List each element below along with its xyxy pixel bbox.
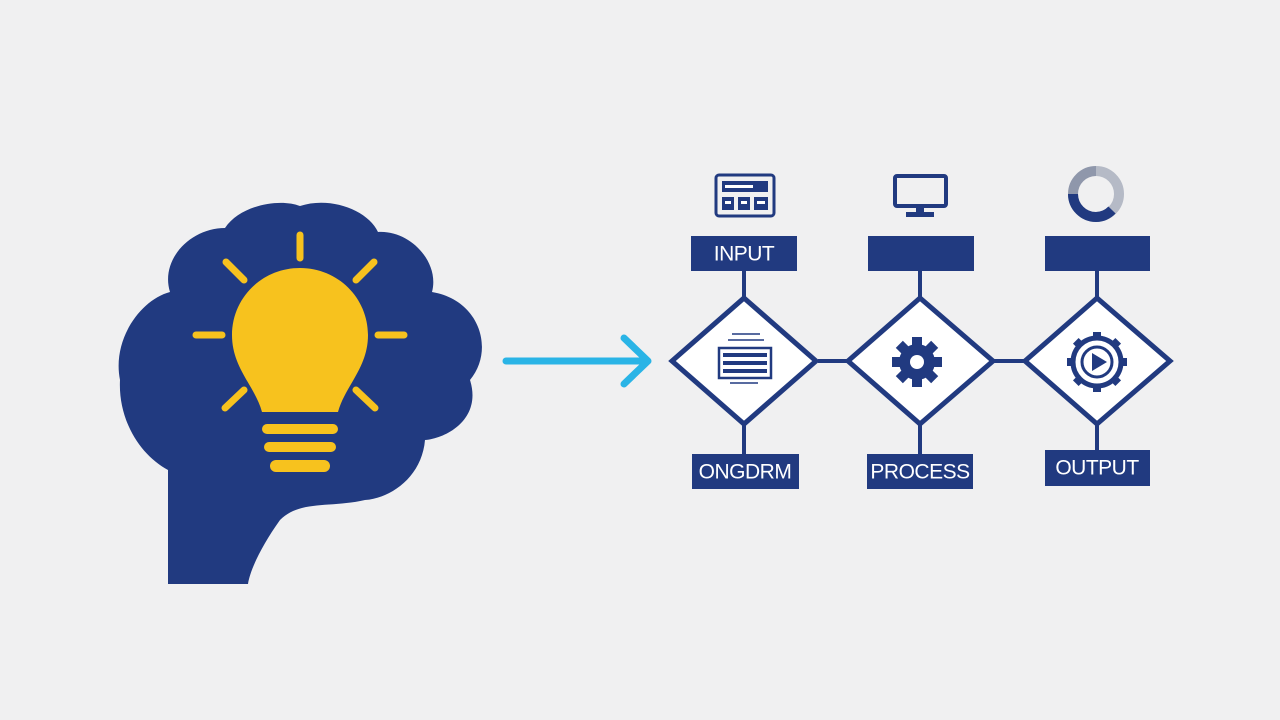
keyboard-icon [714, 173, 776, 218]
diamond-input [668, 294, 820, 428]
top-label-2 [868, 236, 974, 271]
bottom-label-process: PROCESS [867, 454, 973, 489]
gear-icon [892, 337, 942, 387]
monitor-icon [893, 174, 948, 217]
top-label-input-text: INPUT [714, 243, 775, 266]
play-gear-icon [1067, 332, 1127, 392]
head-with-idea-icon [118, 202, 482, 584]
diamond-process [844, 294, 997, 428]
diamond-output [1021, 294, 1174, 428]
document-icon [717, 333, 773, 384]
bottom-label-1-text: ONGDRM [699, 461, 792, 484]
bottom-label-output: OUTPUT [1045, 450, 1150, 486]
flow-arrow [502, 334, 652, 388]
top-label-input: INPUT [691, 236, 797, 271]
lightbulb-icon [192, 231, 408, 472]
pie-chart-icon [1068, 166, 1124, 223]
bottom-label-process-text: PROCESS [870, 461, 970, 484]
bottom-label-1: ONGDRM [692, 454, 799, 489]
bottom-label-output-text: OUTPUT [1055, 457, 1139, 480]
top-label-3 [1045, 236, 1150, 271]
